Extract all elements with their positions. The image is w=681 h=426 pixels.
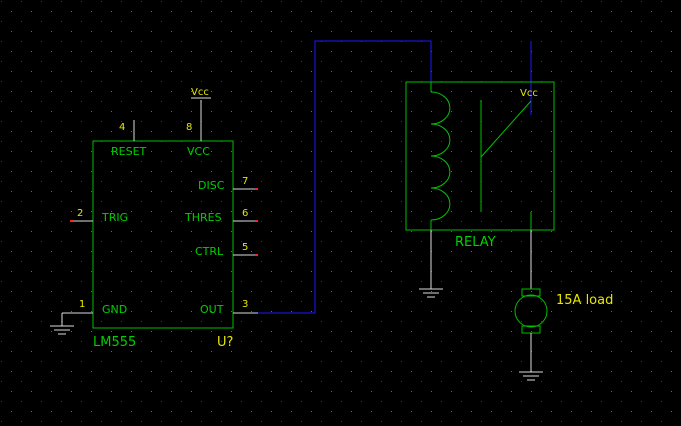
load-component[interactable]: 15A load bbox=[514, 230, 613, 381]
pin-6-tip bbox=[255, 220, 258, 222]
pin-2-number: 2 bbox=[77, 208, 83, 219]
pin-6-number: 6 bbox=[242, 208, 248, 219]
pin-4-number: 4 bbox=[119, 122, 125, 133]
vcc-label: Vcc bbox=[191, 87, 209, 98]
relay-component[interactable]: Vcc RELAY bbox=[405, 81, 555, 298]
pin-name-ctrl: CTRL bbox=[195, 245, 224, 258]
relay-vcc-label: Vcc bbox=[520, 88, 538, 99]
switch-arm bbox=[480, 100, 532, 158]
pin-7-number: 7 bbox=[242, 176, 248, 187]
pin-2-tip bbox=[70, 220, 73, 222]
pin-name-out: OUT bbox=[200, 303, 224, 316]
pin-name-reset: RESET bbox=[111, 145, 147, 158]
pin-7-tip bbox=[255, 188, 258, 190]
pin-name-trig: TRIG bbox=[101, 211, 128, 224]
part-reference: U? bbox=[217, 335, 233, 350]
lm555-body[interactable] bbox=[92, 140, 234, 329]
lm555-component[interactable]: 4 8 7 6 5 3 2 1 Vcc RESET VCC DISC THRES… bbox=[50, 87, 258, 350]
part-name: LM555 bbox=[93, 335, 136, 350]
motor-top-terminal bbox=[521, 288, 541, 297]
ground-icon bbox=[419, 288, 443, 298]
pin-8-number: 8 bbox=[186, 122, 192, 133]
pin-name-thres: THRES bbox=[184, 211, 222, 224]
wire-out-to-relay[interactable] bbox=[258, 40, 432, 314]
pin-name-gnd: GND bbox=[102, 303, 127, 316]
motor-icon bbox=[514, 294, 548, 328]
pin-5-number: 5 bbox=[242, 242, 248, 253]
pin-5-tip bbox=[255, 254, 258, 256]
pin-name-disc: DISC bbox=[198, 179, 225, 192]
ground-icon bbox=[519, 371, 543, 381]
ground-icon bbox=[50, 325, 74, 335]
pin-name-vcc: VCC bbox=[187, 145, 210, 158]
load-label: 15A load bbox=[556, 293, 613, 308]
pin-3-number: 3 bbox=[242, 299, 248, 310]
relay-body[interactable] bbox=[405, 81, 555, 231]
relay-label: RELAY bbox=[455, 235, 496, 250]
coil-icon bbox=[430, 91, 451, 221]
pin-1-number: 1 bbox=[79, 299, 85, 310]
